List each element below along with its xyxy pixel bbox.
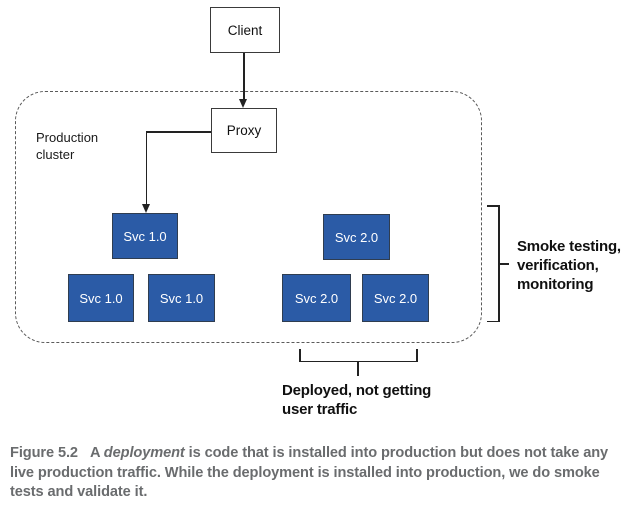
deployed-annotation-line2: user traffic [282,400,358,418]
client-to-proxy-arrowhead-icon [239,99,247,108]
caption-line3: tests and validate it. [10,484,148,500]
proxy-to-svc1-arrowhead-icon [141,204,150,213]
proxy-to-svc1-arrow-horizontal [146,131,211,133]
smoke-bracket-top-tick [487,205,499,207]
svc1-node-top: Svc 1.0 [112,213,178,259]
deployed-bracket-stem [357,362,359,376]
proxy-node-label: Proxy [226,123,262,138]
client-node: Client [210,7,280,53]
svc1-node-top-label: Svc 1.0 [123,228,167,244]
svc2-node-right: Svc 2.0 [362,274,429,322]
smoke-annotation-line2: verification, [517,257,599,274]
svc2-node-top-label: Svc 2.0 [334,229,379,245]
client-node-label: Client [227,22,263,38]
deployed-annotation-line1: Deployed, not getting [282,382,432,399]
client-to-proxy-arrow-line [243,53,245,99]
caption-line1-pre: A [89,445,104,461]
production-cluster-label: Production cluster [36,130,98,163]
svc1-node-right: Svc 1.0 [148,274,215,322]
smoke-bracket-middle-tick [498,263,509,265]
svc1-node-left-label: Svc 1.0 [79,290,123,306]
proxy-to-svc1-arrow-vertical [145,131,147,205]
smoke-testing-annotation: Smoke testing, verification, monitoring [517,237,621,294]
svc2-node-top: Svc 2.0 [323,214,390,260]
deployed-bracket-horizontal [299,360,418,362]
production-cluster-label-line1: Production [36,130,99,145]
svc1-node-left: Svc 1.0 [68,274,134,322]
smoke-bracket-bottom-tick [487,320,499,322]
caption-figure-label: Figure 5.2 [10,445,78,461]
deployed-bracket-left-tick [299,349,301,362]
caption-line2: live production traffic. While the deplo… [10,464,600,481]
proxy-node: Proxy [211,108,277,153]
production-cluster-boundary [15,91,482,343]
figure-caption: Figure 5.2 A deployment is code that is i… [10,444,608,503]
deployed-annotation: Deployed, not getting user traffic [282,382,431,419]
svc2-node-left-label: Svc 2.0 [294,290,339,306]
svc2-node-left: Svc 2.0 [282,274,351,322]
svc1-node-right-label: Svc 1.0 [159,290,204,306]
deployed-bracket-right-tick [416,349,418,362]
caption-line1-italic: deployment [103,445,185,461]
smoke-annotation-line3: monitoring [517,276,594,293]
caption-line1: Figure 5.2 A deployment is code that is i… [10,444,608,464]
smoke-annotation-line1: Smoke testing, [517,238,621,255]
svc2-node-right-label: Svc 2.0 [373,290,418,306]
caption-line1-post: is code that is installed into productio… [184,445,609,461]
production-cluster-label-line2: cluster [36,146,75,162]
